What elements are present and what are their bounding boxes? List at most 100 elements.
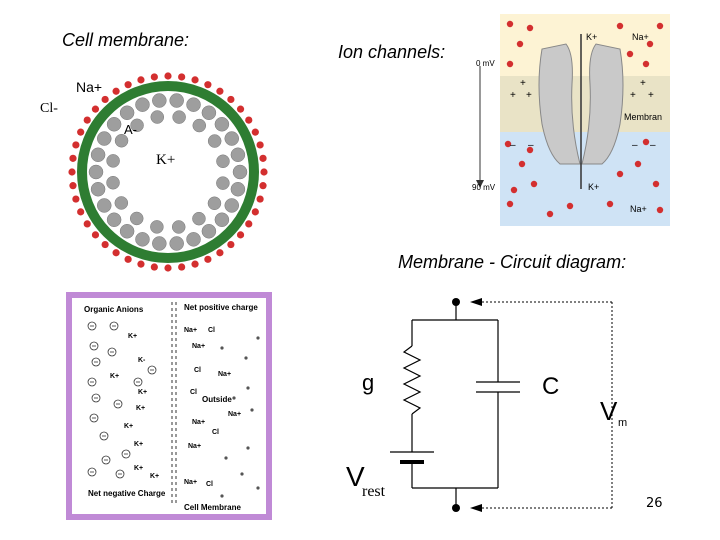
- na-dot: [251, 128, 259, 136]
- ion-channel-diagram: 0 mV 90 mV K+ Na+ Membran K+ Na+ ++++++–…: [472, 14, 670, 226]
- potassium-dots: [88, 93, 248, 251]
- plus-sign: +: [640, 78, 646, 89]
- na-dot: [191, 260, 199, 268]
- ion-dot: [516, 40, 524, 48]
- k-dot: [230, 147, 246, 163]
- anion-circle: [99, 431, 109, 441]
- outside-dot: [256, 336, 260, 340]
- inside-ion-label: K+: [110, 373, 119, 380]
- anion-circle: [107, 347, 117, 357]
- vm-label: V: [600, 396, 618, 426]
- charge-signs: ++++++––––: [510, 78, 656, 151]
- k-dot: [106, 175, 120, 190]
- ion-dot: [504, 140, 512, 148]
- minus-sign: –: [510, 140, 516, 151]
- outside-ion-label: Cl: [194, 367, 201, 374]
- na-dot: [150, 73, 158, 81]
- na-dot: [72, 141, 80, 149]
- k-dot: [119, 224, 135, 239]
- plus-sign: +: [526, 90, 532, 101]
- outside-ion-label: Na+: [184, 327, 197, 334]
- anion-circle: [91, 357, 101, 367]
- k-dot: [216, 176, 230, 190]
- k-dot: [169, 93, 184, 108]
- na-dot: [112, 87, 120, 95]
- anion-circle: [147, 365, 157, 375]
- outside-ion-label: Na+: [218, 371, 231, 378]
- ion-channels-title: Ion channels:: [338, 42, 446, 62]
- mv-bottom-label: 90 mV: [472, 183, 496, 192]
- k-dot: [135, 232, 150, 247]
- vrest-subscript: rest: [362, 483, 386, 500]
- anion-circle: [109, 321, 119, 331]
- k-dot: [152, 236, 167, 251]
- ion-dot: [506, 20, 514, 28]
- k-dot: [216, 154, 230, 169]
- k-dot: [135, 97, 150, 112]
- inside-ion-label: K+: [134, 441, 143, 448]
- k-dot: [169, 236, 184, 251]
- anion-circle: [91, 393, 101, 403]
- anion-circle: [89, 413, 99, 423]
- k-dot: [214, 212, 230, 227]
- outside-ion-label: Cl: [190, 389, 197, 396]
- inside-ion-label: K+: [136, 405, 145, 412]
- na-dot: [137, 260, 145, 268]
- minus-sign: –: [528, 140, 534, 151]
- bottom-node: [452, 504, 460, 512]
- k-dot: [207, 196, 222, 211]
- ion-dot: [656, 206, 664, 214]
- k-dot: [201, 105, 217, 120]
- vm-subscript: m: [618, 417, 627, 429]
- plus-sign: +: [510, 90, 516, 101]
- k-dot: [96, 131, 112, 146]
- mv-top-label: 0 mV: [476, 59, 495, 68]
- k-dot: [192, 118, 207, 133]
- k-dot: [207, 134, 222, 148]
- circuit-diagram-title: Membrane - Circuit diagram:: [398, 252, 627, 272]
- ion-dot: [566, 202, 574, 210]
- inside-ion-label: K+: [128, 333, 137, 340]
- ion-dot: [526, 146, 534, 154]
- na-dot: [112, 249, 120, 257]
- anion-circle: [101, 455, 111, 465]
- na-dot: [227, 95, 235, 104]
- k-dot: [224, 198, 240, 213]
- ion-dot: [656, 22, 664, 30]
- k-dot: [186, 232, 201, 247]
- na-dot: [101, 95, 109, 104]
- a-label: A-: [124, 122, 137, 137]
- outside-dot: [246, 446, 250, 450]
- plus-sign: +: [520, 78, 526, 89]
- minus-sign: –: [632, 140, 638, 151]
- k-dot: [90, 181, 106, 197]
- k-dot: [150, 220, 164, 234]
- g-label: g: [362, 370, 374, 395]
- k-dot: [114, 133, 129, 148]
- outside-ion-label: Na+: [192, 419, 205, 426]
- ion-dot: [652, 180, 660, 188]
- na-dot: [150, 263, 158, 271]
- k-dot: [214, 117, 230, 132]
- k-dot: [224, 131, 240, 146]
- na-dot: [256, 141, 264, 149]
- na-dot: [83, 220, 91, 228]
- ion-dot: [526, 24, 534, 32]
- page-number: 26: [646, 496, 663, 511]
- ion-dot: [642, 138, 650, 146]
- charge-diagram: Organic Anions Net positive charge Outsi…: [66, 292, 272, 520]
- anion-circle: [115, 469, 125, 479]
- na-dot: [227, 240, 235, 249]
- k-dot: [230, 181, 246, 197]
- ion-dot: [518, 160, 526, 168]
- cl-label: Cl-: [40, 101, 58, 116]
- k-bottom-label: K+: [588, 182, 599, 192]
- na-dot: [260, 168, 268, 176]
- anion-circle: [87, 467, 97, 477]
- voltage-arrow-head: [476, 180, 484, 188]
- membran-label: Membran: [624, 112, 662, 122]
- outside-ion-label: Cl: [206, 481, 213, 488]
- na-dot: [124, 255, 132, 263]
- na-dot: [204, 81, 212, 89]
- na-dot: [69, 154, 77, 162]
